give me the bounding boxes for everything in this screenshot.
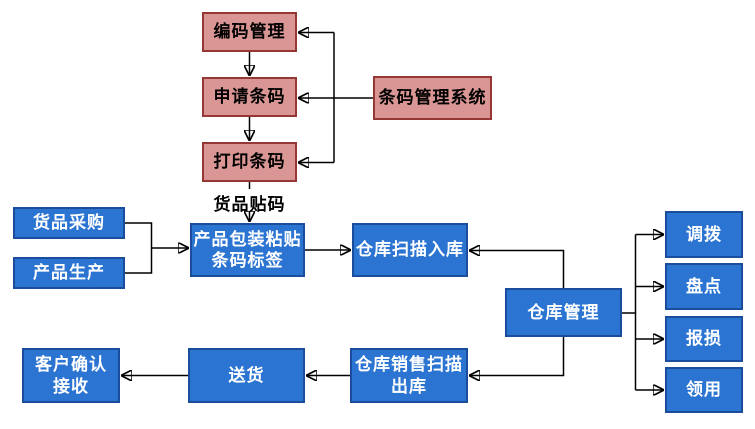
node-delivery: 送货 — [188, 348, 305, 403]
node-damage-report: 报损 — [665, 316, 743, 362]
node-stocktake: 盘点 — [665, 263, 743, 310]
node-product-production: 产品生产 — [13, 257, 125, 289]
node-warehouse-scan-in: 仓库扫描入库 — [352, 223, 468, 277]
node-goods-purchase: 货品采购 — [13, 207, 125, 239]
node-barcode-system: 条码管理系统 — [373, 76, 492, 120]
node-transfer: 调拨 — [665, 211, 743, 258]
line-purchase-production-merge — [125, 222, 153, 274]
arrow-warehouse-to-sales-out — [470, 337, 565, 376]
arrow-warehouse-to-scan-in — [470, 251, 565, 288]
node-requisition: 领用 — [665, 367, 743, 413]
node-warehouse-management: 仓库管理 — [505, 288, 622, 337]
label-goods-labeling: 货品贴码 — [213, 195, 286, 214]
node-print-barcode: 打印条码 — [202, 142, 297, 182]
node-coding-management: 编码管理 — [202, 12, 297, 52]
node-sales-scan-out: 仓库销售扫描 出库 — [350, 348, 468, 403]
node-request-barcode: 申请条码 — [202, 77, 297, 117]
node-customer-confirm: 客户确认 接收 — [22, 348, 120, 403]
node-packaging-label: 产品包装粘贴 条码标签 — [190, 223, 305, 277]
